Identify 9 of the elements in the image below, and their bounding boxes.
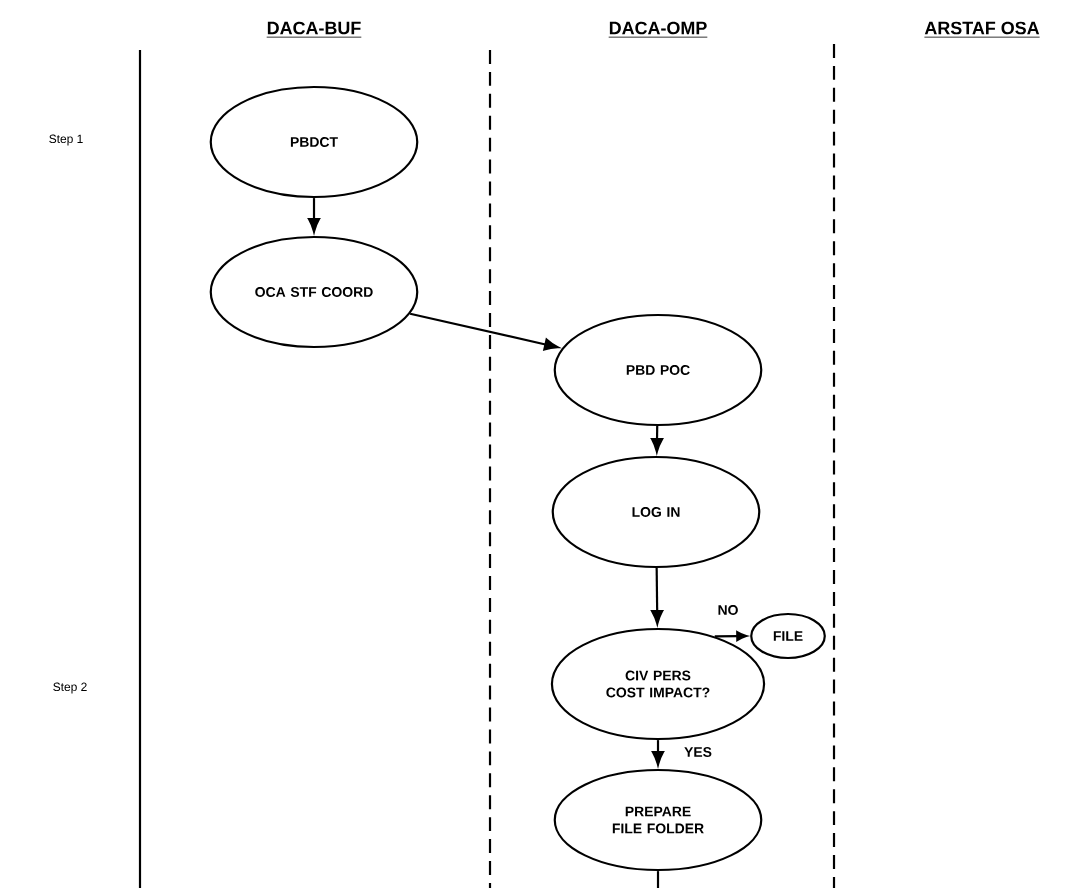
arrow	[714, 631, 748, 642]
arrow	[307, 198, 321, 233]
lane-header: ARSTAF OSA	[924, 21, 1040, 38]
lane-header: DACA-OMP	[608, 21, 708, 38]
arrow	[651, 740, 665, 766]
arrow	[650, 426, 664, 453]
arrow	[409, 312, 559, 351]
arrow	[651, 568, 664, 625]
lane-header: DACA-BUF	[266, 21, 362, 38]
